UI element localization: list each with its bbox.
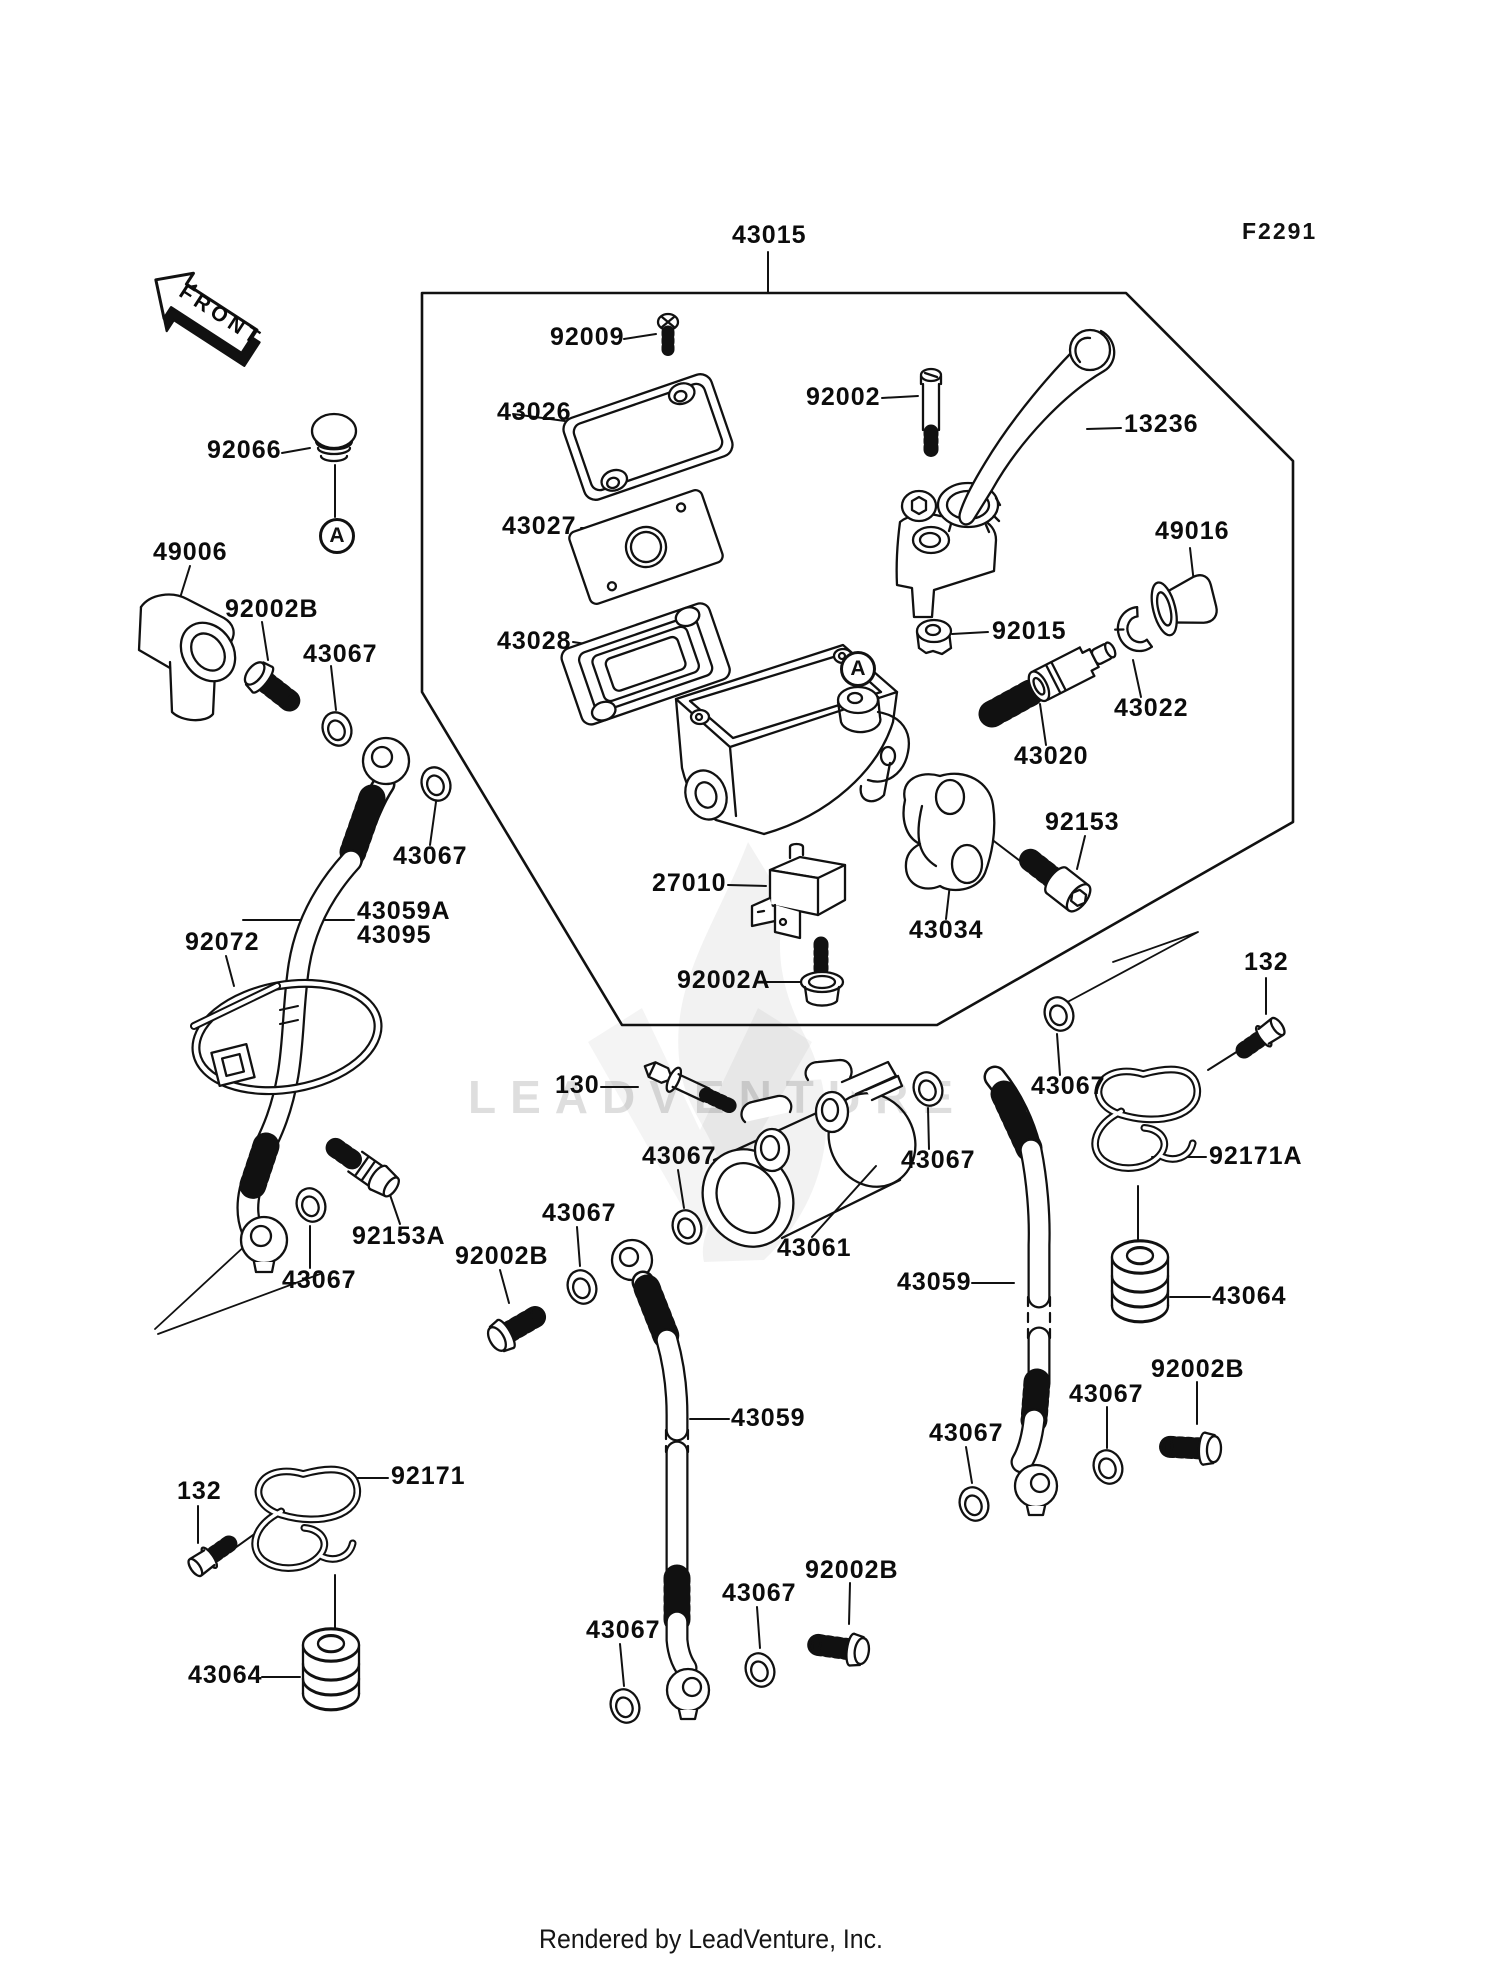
part-label-27010-16[interactable]: 27010 bbox=[652, 869, 727, 897]
part-label-92171a-27[interactable]: 92171A bbox=[1209, 1142, 1303, 1170]
assembly-boundary bbox=[420, 291, 1295, 1027]
part-label-92072-22[interactable]: 92072 bbox=[185, 928, 260, 956]
brake-hose-43059-bottom bbox=[610, 1238, 711, 1721]
piston-assembly-43020 bbox=[978, 641, 1117, 728]
ref-marker-a-1: A bbox=[840, 651, 876, 687]
grip-cover-49006 bbox=[137, 593, 237, 722]
banjo-bolt-92002b-bottom bbox=[810, 1628, 871, 1668]
part-label-132-28[interactable]: 132 bbox=[1244, 948, 1289, 976]
part-label-49006-8[interactable]: 49006 bbox=[153, 538, 228, 566]
part-label-43067-44[interactable]: 43067 bbox=[1069, 1380, 1144, 1408]
lever-pivot-bolt-92002 bbox=[919, 367, 943, 458]
washer-43067-b2 bbox=[739, 1648, 781, 1692]
hose-guide-92072 bbox=[190, 978, 383, 1096]
part-label-43028-11[interactable]: 43028 bbox=[497, 627, 572, 655]
part-label-43026-2[interactable]: 43026 bbox=[497, 398, 572, 426]
washer-43067-92153a bbox=[290, 1183, 332, 1227]
part-label-43067-10[interactable]: 43067 bbox=[303, 640, 378, 668]
part-label-92153-15[interactable]: 92153 bbox=[1045, 808, 1120, 836]
banjo-bolt-92002b-rb bbox=[1163, 1431, 1222, 1466]
clip-92171 bbox=[255, 1470, 357, 1569]
grommet-43064-left bbox=[301, 1627, 361, 1712]
switch-screw-92002a bbox=[799, 936, 845, 1007]
part-label-92002b-45[interactable]: 92002B bbox=[1151, 1355, 1245, 1383]
front-arrow-icon bbox=[154, 271, 261, 367]
circlip-43022 bbox=[1114, 606, 1153, 653]
clamp-bolt-92153 bbox=[1019, 848, 1092, 913]
part-label-43095-21[interactable]: 43095 bbox=[357, 921, 432, 949]
part-label-43059a-20[interactable]: 43059A bbox=[357, 897, 451, 925]
part-label-43059-39[interactable]: 43059 bbox=[731, 1404, 806, 1432]
part-label-43027-5[interactable]: 43027 bbox=[502, 512, 577, 540]
part-label-43067-25[interactable]: 43067 bbox=[901, 1146, 976, 1174]
part-label-43067-40[interactable]: 43067 bbox=[586, 1616, 661, 1644]
part-label-130-23[interactable]: 130 bbox=[555, 1071, 600, 1099]
part-label-92153a-32[interactable]: 92153A bbox=[352, 1222, 446, 1250]
ref-marker-a-0: A bbox=[319, 518, 355, 554]
brake-hose-43059a bbox=[236, 736, 411, 1274]
part-label-43020-14[interactable]: 43020 bbox=[1014, 742, 1089, 770]
part-label-43067-35[interactable]: 43067 bbox=[542, 1199, 617, 1227]
part-label-49016-6[interactable]: 49016 bbox=[1155, 517, 1230, 545]
part-label-43067-19[interactable]: 43067 bbox=[393, 842, 468, 870]
lever-bracket bbox=[895, 481, 1002, 619]
part-label-43064-29[interactable]: 43064 bbox=[1212, 1282, 1287, 1310]
part-label-43067-24[interactable]: 43067 bbox=[642, 1142, 717, 1170]
reservoir-cap-43026 bbox=[562, 373, 734, 501]
part-label-43015-0[interactable]: 43015 bbox=[732, 221, 807, 249]
part-label-92002b-42[interactable]: 92002B bbox=[805, 1556, 899, 1584]
washer-43067-mid bbox=[907, 1067, 949, 1111]
reservoir-plug-92066 bbox=[310, 412, 358, 463]
part-label-43064-38[interactable]: 43064 bbox=[188, 1661, 263, 1689]
union-bolt-130 bbox=[643, 1061, 740, 1115]
grommet-43064-right bbox=[1110, 1239, 1170, 1324]
banjo-bolt-92002b-left bbox=[483, 1300, 548, 1356]
part-label-92171-37[interactable]: 92171 bbox=[391, 1462, 466, 1490]
washer-43067-b1 bbox=[604, 1684, 646, 1728]
dust-boot-49016 bbox=[1150, 574, 1218, 637]
part-label-92002-3[interactable]: 92002 bbox=[806, 383, 881, 411]
part-label-92002b-34[interactable]: 92002B bbox=[455, 1242, 549, 1270]
clip-92171a bbox=[1095, 1070, 1197, 1169]
washer-43067-r2 bbox=[1087, 1445, 1129, 1489]
part-label-43067-33[interactable]: 43067 bbox=[282, 1266, 357, 1294]
part-label-43061-30[interactable]: 43061 bbox=[777, 1234, 852, 1262]
part-label-92066-7[interactable]: 92066 bbox=[207, 436, 282, 464]
part-label-43034-17[interactable]: 43034 bbox=[909, 916, 984, 944]
washer-43067-top bbox=[316, 706, 358, 752]
part-label-92015-12[interactable]: 92015 bbox=[992, 617, 1067, 645]
part-label-92002a-18[interactable]: 92002A bbox=[677, 966, 771, 994]
part-label-13236-4[interactable]: 13236 bbox=[1124, 410, 1199, 438]
part-label-43059-31[interactable]: 43059 bbox=[897, 1268, 972, 1296]
part-label-132-36[interactable]: 132 bbox=[177, 1477, 222, 1505]
brake-hose-43059-right bbox=[983, 1065, 1059, 1517]
part-label-43022-13[interactable]: 43022 bbox=[1114, 694, 1189, 722]
brake-switch-27010 bbox=[750, 842, 847, 940]
diaphragm-43028 bbox=[560, 602, 731, 726]
part-label-43067-41[interactable]: 43067 bbox=[722, 1579, 797, 1607]
junction-43061 bbox=[701, 1058, 917, 1248]
reservoir-screw-92009 bbox=[656, 312, 680, 361]
brake-lever-13236 bbox=[958, 328, 1116, 526]
washer-43067-upper bbox=[415, 761, 457, 807]
washer-43067-left bbox=[561, 1265, 603, 1309]
bleeder-valve-92153a bbox=[325, 1137, 400, 1198]
banjo-bolt-92002b-top bbox=[239, 657, 304, 717]
part-label-92009-1[interactable]: 92009 bbox=[550, 323, 625, 351]
pivot-nut-92015 bbox=[915, 618, 953, 656]
part-label-43067-43[interactable]: 43067 bbox=[929, 1419, 1004, 1447]
part-label-92002b-9[interactable]: 92002B bbox=[225, 595, 319, 623]
footer-credit: Rendered by LeadVenture, Inc. bbox=[539, 1924, 883, 1954]
washer-43067-rb bbox=[953, 1482, 995, 1526]
screw-132-left bbox=[185, 1534, 236, 1580]
diagram-code: F2291 bbox=[1242, 218, 1318, 244]
cap-plate-43027 bbox=[568, 489, 724, 605]
clamp-holder-43034 bbox=[902, 772, 996, 892]
screw-132-right bbox=[1237, 1014, 1288, 1060]
part-label-43067-26[interactable]: 43067 bbox=[1031, 1072, 1106, 1100]
